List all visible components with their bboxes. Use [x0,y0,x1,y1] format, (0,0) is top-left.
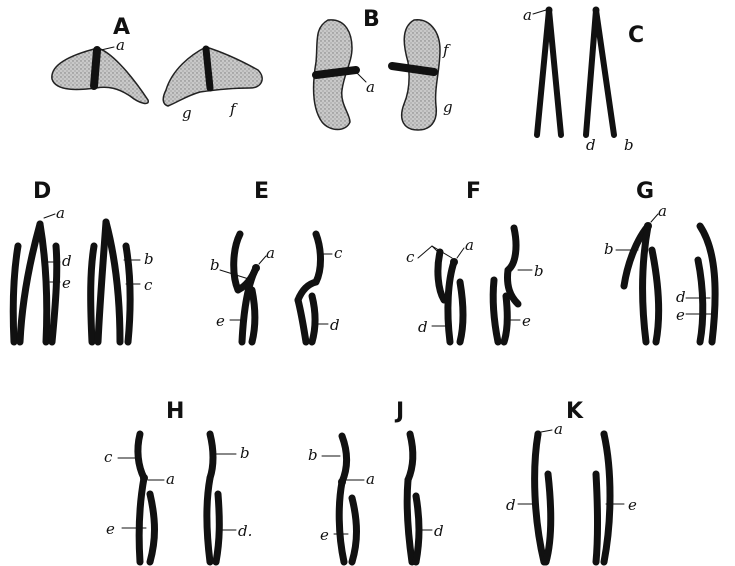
panel-j-label-d: d [434,522,444,540]
panel-k-label-d: d [506,496,516,514]
panel-f-label-c: c [406,248,415,266]
panel-k-label-a: a [554,420,563,438]
panel-h: H c a b e d. [104,399,252,562]
panel-h-label-a: a [166,470,175,488]
panel-h-label-b: b [240,444,250,462]
panel-a-label-a: a [116,36,125,54]
panel-label-k: K [566,399,584,424]
panel-b-label-a: a [366,78,375,96]
panel-g-label-b: b [604,240,614,258]
panel-label-b: B [363,7,380,32]
panel-j-label-e: e [320,526,329,544]
panel-e-label-b: b [210,256,220,274]
panel-c: C a d b [523,6,644,154]
panel-f-label-e: e [522,312,531,330]
panel-e-label-c: c [334,244,343,262]
panel-h-label-c: c [104,448,113,466]
panel-a-right-lobe [163,47,262,106]
panel-d-label-a: a [56,204,65,222]
panel-label-e: E [254,179,269,204]
panel-label-j: J [394,399,404,424]
panel-d-label-e: e [62,274,71,292]
panel-a-label-f: f [229,100,238,118]
panel-j: J b a e d [308,399,444,562]
panel-g-label-a: a [658,202,667,220]
panel-c-label-b: b [624,136,634,154]
panel-c-label-a: a [523,6,532,24]
panel-g-label-d: d [676,288,686,306]
panel-c-label-d: d [586,136,596,154]
panel-a-label-g: g [182,104,192,122]
panel-h-label-e: e [106,520,115,538]
panel-a: A a g f [52,15,262,122]
panel-k-label-e: e [628,496,637,514]
panel-label-h: H [166,399,184,424]
panel-label-c: C [628,23,644,48]
panel-f-label-b: b [534,262,544,280]
panel-g-label-e: e [676,306,685,324]
panel-g: G a b d e [604,179,715,342]
panel-d-label-c: c [144,276,153,294]
panel-j-label-b: b [308,446,318,464]
panel-f-label-a: a [465,236,474,254]
panel-b-label-g: g [443,98,453,116]
panel-b: B a f g [314,7,453,130]
panel-d-label-d: d [62,252,72,270]
panel-b-label-f: f [442,41,451,59]
panel-e: E a b c e d [210,179,343,342]
panel-k: K a d e [506,399,637,562]
panel-f-label-d: d [418,318,428,336]
panel-e-label-a: a [266,244,275,262]
panel-d-label-b: b [144,250,154,268]
panel-e-label-d: d [330,316,340,334]
panel-h-label-d: d. [238,522,252,540]
panel-label-g: G [636,179,654,204]
panel-label-d: D [33,179,51,204]
panel-d: D a d e b c [13,179,153,342]
panel-label-f: F [466,179,481,204]
panel-f: F a c b d e [406,179,544,342]
panel-j-label-a: a [366,470,375,488]
panel-e-label-e: e [216,312,225,330]
